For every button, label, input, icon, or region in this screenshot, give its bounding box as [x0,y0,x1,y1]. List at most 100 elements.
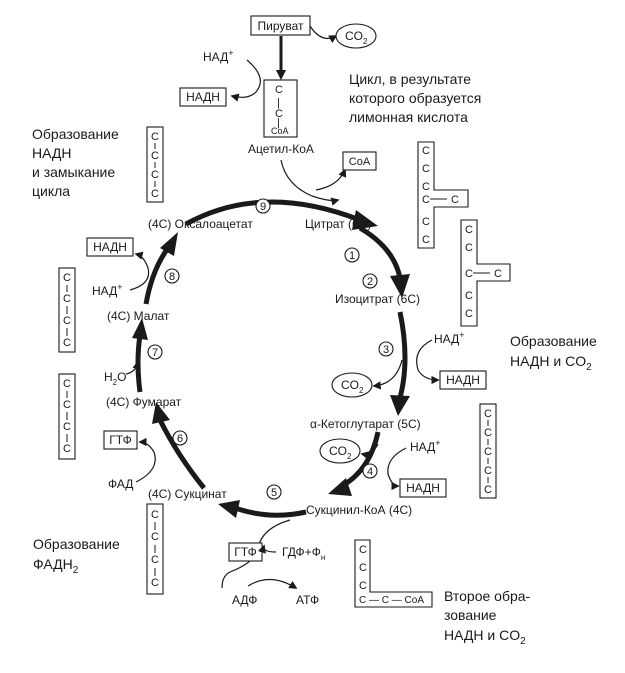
co2-top-label: CO2 [345,29,368,46]
nad-step4: НАД+ [410,438,440,454]
fadh2-1: Образование [33,536,120,552]
svg-text:C: C [359,544,367,556]
gdp-gtp-curve [257,519,291,549]
svg-text:C: C [151,577,159,589]
svg-text:C: C [63,399,71,411]
acetyl-coa-structure: C | C | CoA [263,79,298,138]
svg-text:9: 9 [260,201,266,213]
svg-text:C: C [359,580,367,592]
svg-text:C: C [494,268,502,280]
step-6: 6 [172,430,188,446]
gtp-box-bottom: ГТФ [228,542,263,562]
nadh-step4-box: НАДН [399,478,447,498]
fumarate-chain: C C C C [58,373,76,460]
step-9: 9 [255,198,271,214]
svg-text:C: C [465,242,473,254]
nadh-step3-box: НАДН [439,370,487,390]
arc-step-5 [234,505,307,518]
oxaloacetate-label: (4С) Оксалоацетат [148,217,253,231]
succinate-label: (4С) Сукцинат [148,487,227,501]
arc-step-3 [397,311,408,399]
svg-text:C: C [422,194,430,206]
step-3: 3 [378,341,394,357]
oxaloacetate-chain: C C C C [146,126,164,203]
atp-label: АТФ [296,593,319,607]
co2-step3: CO2 [331,372,373,398]
pyruvate-label: Пируват [257,19,304,33]
h2o-label: H2O [104,370,126,387]
svg-text:ГТФ: ГТФ [109,433,132,447]
fumarate-label: (4С) Фумарат [106,395,182,409]
arc-step-5-head [218,500,240,518]
step-4: 4 [362,463,378,479]
fad-arrow [135,437,156,483]
svg-text:CO2: CO2 [329,444,352,461]
co2-top: CO2 [335,23,377,49]
fad-label: ФАД [108,477,133,491]
cycle-desc-2: которого образуется [349,90,481,106]
svg-text:C: C [63,272,71,284]
svg-text:C: C [63,378,71,390]
svg-text:C: C [465,308,473,320]
svg-text:|: | [277,117,280,129]
gdp-to-gtp-arrow [257,544,277,554]
nad-step3: НАД+ [434,330,464,346]
co2-step4-arrow [360,443,379,460]
svg-text:C: C [451,194,459,206]
svg-text:C: C [63,315,71,327]
arc-step-8 [143,246,171,305]
arc-step-8-head [160,232,178,256]
step-1: 1 [344,247,360,263]
svg-text:3: 3 [383,344,389,356]
nad-nadh-step4-arrow [387,447,407,491]
nad-top: НАД+ [203,48,233,64]
gtp-box-left: ГТФ [103,430,138,450]
svg-text:5: 5 [271,487,277,499]
svg-text:6: 6 [177,433,183,445]
arc-step-6 [157,418,206,490]
svg-text:C: C [151,509,159,521]
coa-out-arrow [315,168,347,191]
nadh-close-3: и замыкание [32,164,115,180]
succinate-chain: C C C C [146,503,164,595]
isocitrate-label: Изоцитрат (6С) [335,292,420,306]
svg-text:НАДН: НАДН [446,373,480,387]
acetyl-feed-arrow [280,159,340,206]
nadh-co2-1: Образование [510,333,597,349]
svg-text:8: 8 [169,271,175,283]
svg-text:7: 7 [152,347,158,359]
svg-text:C: C [484,465,492,477]
adp-label: АДФ [232,593,257,607]
nadh-co2-2: НАДН и CO2 [510,353,592,373]
svg-text:C: C [63,337,71,349]
svg-text:НАДН: НАДН [406,481,440,495]
svg-text:CoA: CoA [349,156,371,168]
svg-text:C: C [484,408,492,420]
gdp-fn-label: ГДФ+Фн [282,545,325,562]
svg-text:C: C [63,421,71,433]
malate-chain: C C C C [58,267,76,353]
cycle-desc-1: Цикл, в результате [349,71,471,87]
cycle-desc-3: лимонная кислота [349,109,468,125]
fadh2-2: ФАДН2 [33,556,79,576]
pyruvate-co2-arrow [309,25,338,43]
svg-text:C: C [465,268,473,280]
succinyl-coa-chain: C C C C — C — CoA [354,539,433,608]
svg-text:C: C [422,163,430,175]
svg-text:C: C [484,446,492,458]
svg-text:C: C [465,290,473,302]
svg-text:4: 4 [367,466,373,478]
svg-text:C: C [151,531,159,543]
svg-text:CO2: CO2 [341,378,364,395]
second-2: зование [444,607,497,623]
svg-text:C: C [422,234,430,246]
svg-text:НАДН: НАДН [186,90,220,104]
succinyl-coa-label: Сукцинил-КоА (4С) [306,503,412,517]
svg-text:1: 1 [349,250,355,262]
alpha-ketoglutarate-label: α-Кетоглутарат (5С) [310,417,421,431]
nadh-top-box: НАДН [179,87,227,107]
step-7: 7 [147,344,163,360]
svg-text:C: C [465,224,473,236]
arc-step-3-head [390,395,410,416]
arc-step-1-2 [358,225,403,279]
